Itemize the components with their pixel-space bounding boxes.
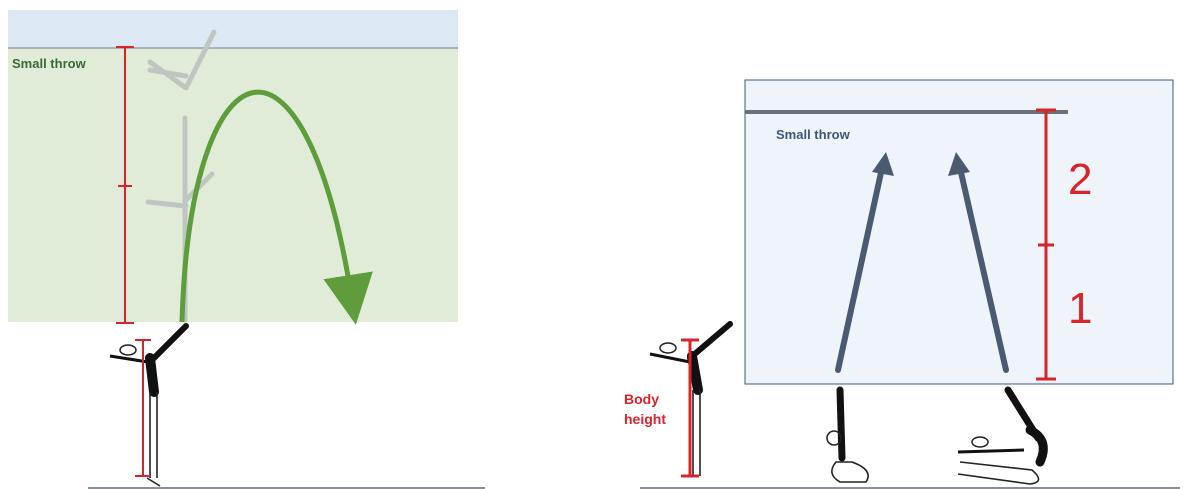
- gymnast-seated-figure: [958, 390, 1043, 484]
- small-throw-zone: [8, 48, 458, 322]
- gymnast-arm-up-figure: [110, 326, 186, 486]
- segment-label-1: 1: [1068, 287, 1092, 331]
- gymnast-kneel-figure: [827, 390, 868, 482]
- sky-band: [8, 10, 458, 48]
- segment-label-2: 2: [1068, 158, 1092, 202]
- left-panel: [8, 10, 485, 488]
- body-height-label: Body height: [624, 389, 666, 429]
- small-throw-label-right: Small throw: [776, 127, 850, 142]
- throw-box: [745, 80, 1173, 384]
- right-panel: [640, 80, 1180, 488]
- small-throw-label-left: Small throw: [12, 56, 86, 71]
